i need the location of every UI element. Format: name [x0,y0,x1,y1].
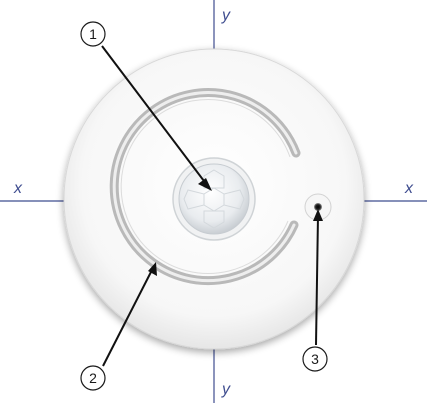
pir-lens [172,157,256,241]
leader-arrowheads [148,178,323,276]
lens-facet-left [183,189,205,210]
leader-arrow-3 [313,209,323,221]
x-axis-label-right: x [404,180,414,197]
leader-line-1 [101,45,208,186]
lens-dome [178,163,250,235]
x-axis-label-left: x [13,180,23,197]
lens-facet-top [203,169,225,189]
callout-circle [80,21,106,47]
leader-arrow-1 [198,178,212,191]
callout-circle [302,346,328,372]
callout-1: 1 [80,21,106,47]
callout-number: 1 [89,26,97,42]
light-ring-highlight [112,91,298,283]
callout-circle [80,365,106,391]
lens-facet-right [223,189,245,210]
y-axis-label-top: y [221,7,231,24]
callout-3: 3 [302,346,328,372]
lens-facets [183,169,245,229]
callout-number: 2 [89,370,97,386]
callout-number: 3 [311,351,319,367]
leader-lines [101,45,319,367]
light-ring-inner-edge [120,98,291,274]
leader-line-3 [315,214,319,346]
sensor-device [63,48,365,350]
status-led [304,193,332,221]
callout-2: 2 [80,365,106,391]
led-dot [314,203,322,211]
y-axis-label-bottom: y [221,381,231,398]
leader-arrow-2 [148,262,157,276]
lens-facet-bottom [203,210,225,229]
leader-line-2 [102,267,154,367]
